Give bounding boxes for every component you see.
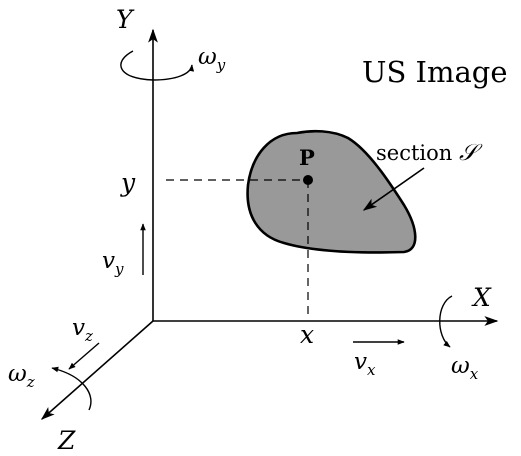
vz-label: vz — [72, 315, 93, 345]
x-axis-label: X — [471, 283, 492, 312]
section-pointer-arrow — [362, 167, 425, 211]
omega-x-rotation-arrow — [439, 295, 453, 348]
vy-label: vy — [102, 248, 124, 278]
omega-y-label: ωy — [198, 44, 226, 74]
omega-z-label: ωz — [8, 361, 35, 391]
z-axis — [40, 320, 154, 420]
vy-base: v — [102, 248, 115, 274]
omega-y-rotation-arrow — [120, 50, 195, 81]
section-label-text: section — [376, 141, 459, 165]
point-p-label: P — [299, 145, 315, 170]
omega-y-sub: y — [216, 56, 226, 74]
omega-z-base: ω — [8, 361, 27, 387]
x-coordinate-label: x — [300, 320, 314, 349]
omega-z-rotation-arrow — [51, 366, 92, 411]
vx-base: v — [354, 349, 367, 375]
image-title: US Image — [362, 55, 508, 89]
z-axis-label: Z — [57, 426, 76, 455]
vx-label: vx — [354, 349, 376, 379]
section-symbol: 𝒮 — [459, 140, 483, 166]
point-p — [303, 175, 313, 185]
vz-arrow — [68, 342, 100, 370]
vx-sub: x — [367, 361, 376, 379]
omega-y-base: ω — [198, 44, 217, 70]
section-shape — [246, 129, 417, 254]
vy-sub: y — [114, 260, 124, 278]
omega-x-base: ω — [451, 353, 470, 379]
omega-x-label: ωx — [451, 353, 479, 383]
y-axis-label: Y — [116, 5, 135, 34]
y-coordinate-label: y — [120, 168, 136, 197]
section-label: section 𝒮 — [376, 140, 483, 166]
omega-x-sub: x — [470, 365, 479, 383]
vz-base: v — [72, 315, 85, 341]
vz-sub: z — [84, 327, 93, 345]
omega-z-sub: z — [26, 373, 35, 391]
